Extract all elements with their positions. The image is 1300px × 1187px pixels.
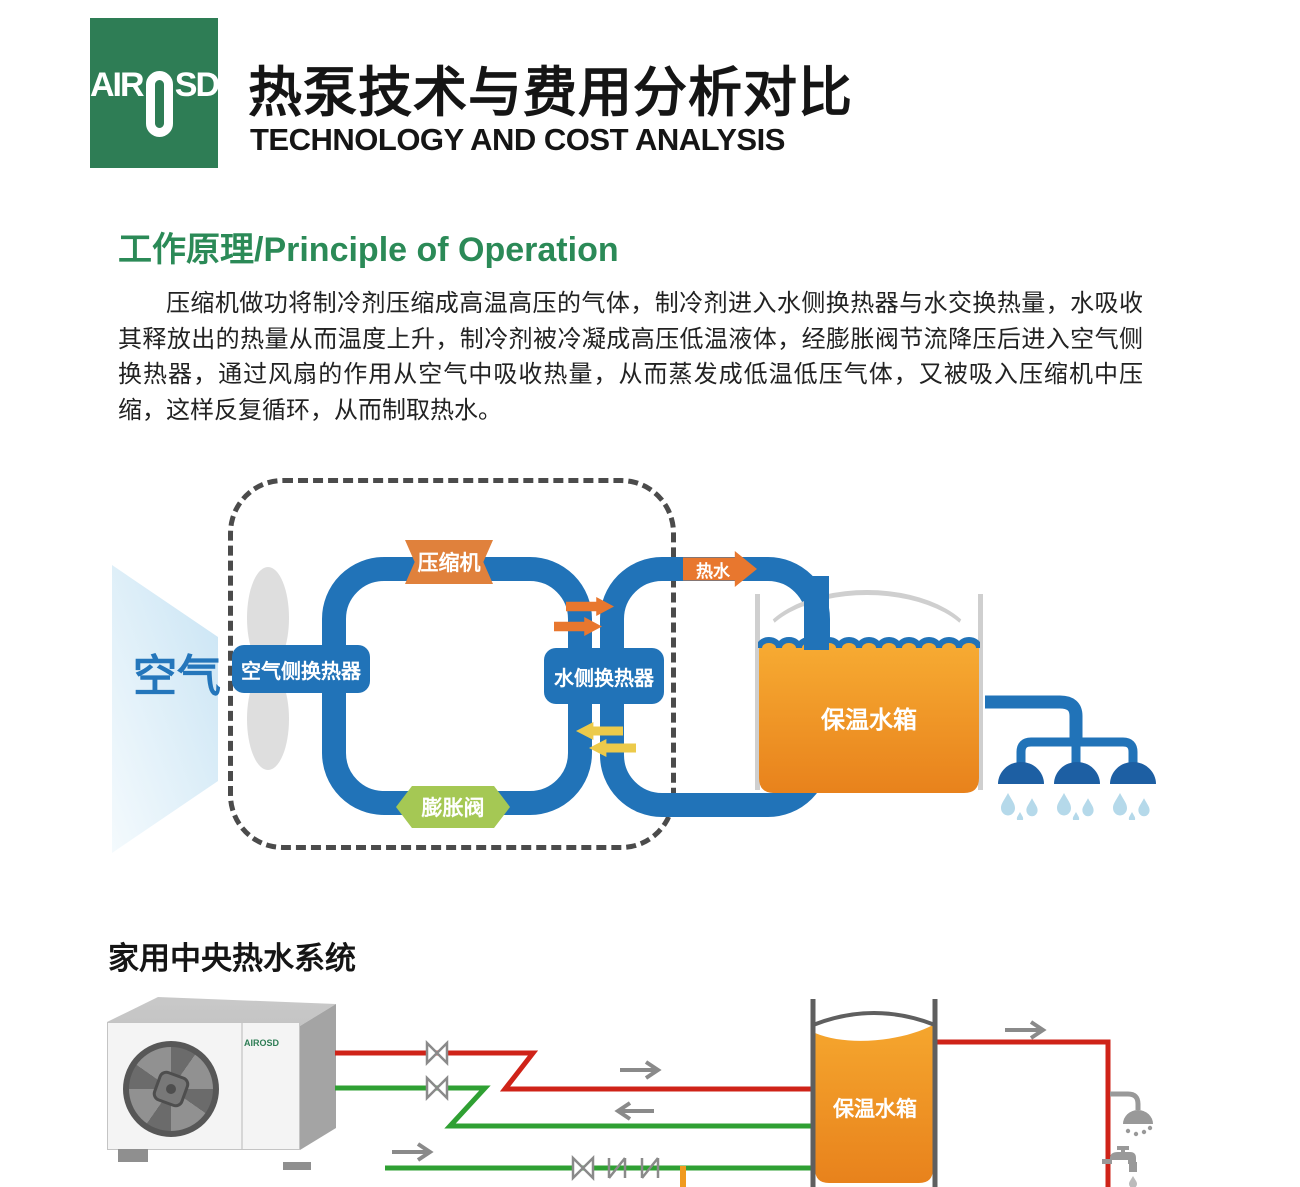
unit-side-face <box>300 1004 336 1150</box>
shower-head-3 <box>1110 762 1156 784</box>
return-flow-arrow-2 <box>589 739 636 757</box>
storage-tank: 保温水箱 <box>752 570 986 802</box>
tank-water <box>758 637 980 793</box>
unit-foot-left <box>118 1149 148 1162</box>
refrigerant-circuit-dashed-border <box>228 478 676 850</box>
principle-heading: 工作原理/Principle of Operation <box>118 231 619 269</box>
heat-flow-arrow-2 <box>554 617 602 636</box>
return-flow-arrow-1 <box>576 722 623 740</box>
page-subtitle: TECHNOLOGY AND COST ANALYSIS <box>250 122 785 157</box>
water-drops <box>1001 793 1150 820</box>
logo-text-sd: SD <box>174 66 220 104</box>
home-storage-tank <box>810 999 938 1187</box>
water-side-heat-exchanger-label: 水侧换热器 <box>544 648 664 704</box>
air-side-heat-exchanger-label: 空气侧换热器 <box>232 645 370 693</box>
fan-hub-cap <box>166 1084 176 1094</box>
unit-fan <box>123 1041 219 1137</box>
shower-head-1 <box>998 762 1044 784</box>
valve-icon-hot <box>425 1039 449 1067</box>
check-valve-icon-2 <box>640 1157 660 1179</box>
air-label: 空气 <box>133 652 221 701</box>
hot-supply-pipe <box>335 1050 813 1092</box>
tank-wall-left <box>755 594 760 790</box>
valve-icon-cold <box>571 1154 595 1182</box>
shower-head-2 <box>1054 762 1100 784</box>
shower-assembly <box>985 695 1156 820</box>
unit-brand-label: AIROSD <box>244 1038 280 1048</box>
tank-wall-right <box>978 594 983 790</box>
page-title: 热泵技术与费用分析对比 <box>248 63 853 123</box>
heat-flow-arrow-1 <box>566 597 614 616</box>
principle-paragraph: 压缩机做功将制冷剂压缩成高温高压的气体，制冷剂进入水侧换热器与水交换热量，水吸收… <box>118 290 1143 424</box>
valve-icons <box>425 1039 660 1182</box>
flow-arrow-right-3 <box>1005 1020 1047 1040</box>
unit-foot-right <box>283 1162 311 1170</box>
panel-seam <box>241 1023 243 1149</box>
return-pipe <box>335 1085 813 1129</box>
flow-arrow-right-1 <box>620 1060 662 1080</box>
tank2-rim-arc <box>812 1011 936 1027</box>
valve-icon-return <box>425 1074 449 1102</box>
heat-pump-unit: AIROSD <box>103 995 343 1170</box>
piping-network <box>335 1020 1111 1187</box>
check-valve-icon-1 <box>607 1157 627 1179</box>
home-system-heading: 家用中央热水系统 <box>108 941 356 976</box>
tank-inlet-pipe <box>804 576 829 650</box>
flow-arrows <box>392 1020 1047 1162</box>
airosd-logo: AIR SD <box>90 18 220 168</box>
unit-front-panel: AIROSD <box>107 1022 300 1150</box>
logo-o-shape <box>145 71 173 137</box>
tank2-water <box>815 1025 933 1183</box>
flow-arrow-right-2 <box>392 1142 434 1162</box>
logo-text-air: AIR <box>90 66 145 104</box>
air-flow-beam <box>112 565 218 853</box>
flow-arrow-left <box>614 1101 654 1121</box>
water-surface-wave <box>758 637 980 649</box>
shower-supply-pipe <box>985 695 1083 744</box>
tank-label: 保温水箱 <box>821 707 917 734</box>
home-tank-label: 保温水箱 <box>833 1098 917 1121</box>
compressor-label: 压缩机 <box>405 540 493 584</box>
hot-outlet-pipe <box>935 1039 1111 1187</box>
faucet-icon <box>1102 1146 1137 1187</box>
expansion-valve-label: 膨胀阀 <box>396 786 510 828</box>
tank-rim-arc <box>755 590 979 654</box>
shower-icon <box>1110 1091 1153 1137</box>
